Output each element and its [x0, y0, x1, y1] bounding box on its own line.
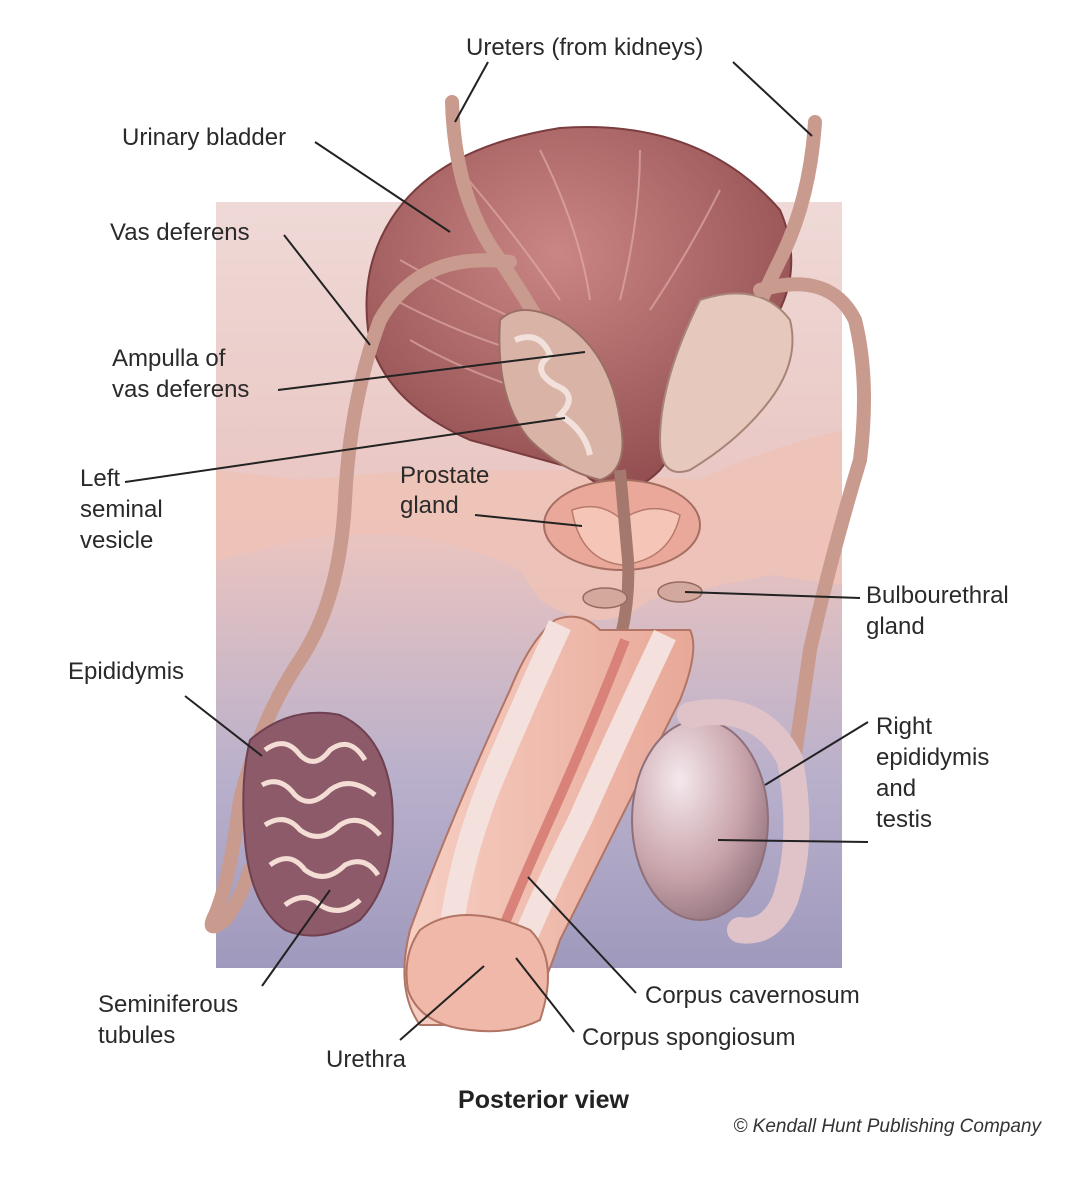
leader-ampulla [277, 351, 586, 391]
pelvic-tissue [216, 430, 842, 620]
label-right-epi-line3: and [876, 775, 917, 802]
label-seminiferous-line1: Seminiferous [98, 991, 239, 1018]
label-ampulla-line2: vas deferens [112, 376, 250, 403]
leader-urinary-bladder [314, 141, 451, 233]
leader-epididymis [184, 695, 263, 757]
leader-right-epididymis [764, 721, 869, 786]
leader-vas-deferens [283, 234, 371, 346]
label-left-seminal-line3: vesicle [80, 527, 154, 554]
label-seminiferous-line2: tubules [98, 1022, 176, 1049]
leader-seminiferous-tubules [261, 889, 331, 987]
left-seminal-vesicle [498, 309, 624, 482]
leader-right-testis [717, 839, 869, 843]
seminal-vesicle-folds [513, 334, 593, 456]
leader-lines [124, 61, 869, 1041]
figure-caption: Posterior view [458, 1086, 629, 1114]
corpus-cavernosum-right [508, 629, 676, 955]
label-corpus-spongiosum: Corpus spongiosum [582, 1024, 796, 1051]
label-ureters: Ureters (from kidneys) [466, 34, 704, 61]
leader-urethra [399, 965, 485, 1041]
label-right-epi-line4: testis [876, 806, 933, 833]
label-bulbourethral-line1: Bulbourethral [866, 582, 1009, 609]
leader-left-seminal-vesicle [124, 417, 566, 483]
leader-ureter-left [454, 61, 489, 123]
leader-corpus-cavernosum [527, 876, 637, 994]
label-right-epi-line1: Right [876, 713, 933, 740]
right-seminal-vesicle [658, 292, 794, 473]
leader-prostate-gland [474, 514, 583, 527]
label-bulbourethral-line2: gland [866, 613, 925, 640]
label-right-epi-line2: epididymis [876, 744, 990, 771]
label-epididymis: Epididymis [68, 658, 185, 685]
right-vas-deferens [753, 277, 871, 797]
label-left-seminal-line2: seminal [80, 496, 163, 523]
label-urinary-bladder: Urinary bladder [122, 124, 287, 151]
copyright-notice: © Kendall Hunt Publishing Company [733, 1116, 1041, 1137]
corpus-cavernosum-left [438, 619, 571, 942]
label-prostate-line1: Prostate [400, 462, 490, 489]
label-urethra: Urethra [326, 1046, 407, 1073]
leader-bulbourethral-gland [684, 591, 861, 599]
right-testis [631, 719, 769, 921]
label-left-seminal-line1: Left [80, 465, 121, 492]
left-vas-deferens [204, 253, 517, 934]
right-epididymis [677, 699, 810, 944]
leader-corpus-spongiosum [515, 957, 575, 1033]
label-corpus-cavernosum: Corpus cavernosum [645, 982, 860, 1009]
label-vas-deferens: Vas deferens [110, 219, 250, 246]
left-testis-section [242, 711, 394, 937]
leader-ureter-right [732, 61, 813, 137]
bulbourethral-gland-left [582, 587, 628, 609]
label-prostate-line2: gland [400, 492, 459, 519]
label-ampulla-line1: Ampulla of [112, 345, 226, 372]
